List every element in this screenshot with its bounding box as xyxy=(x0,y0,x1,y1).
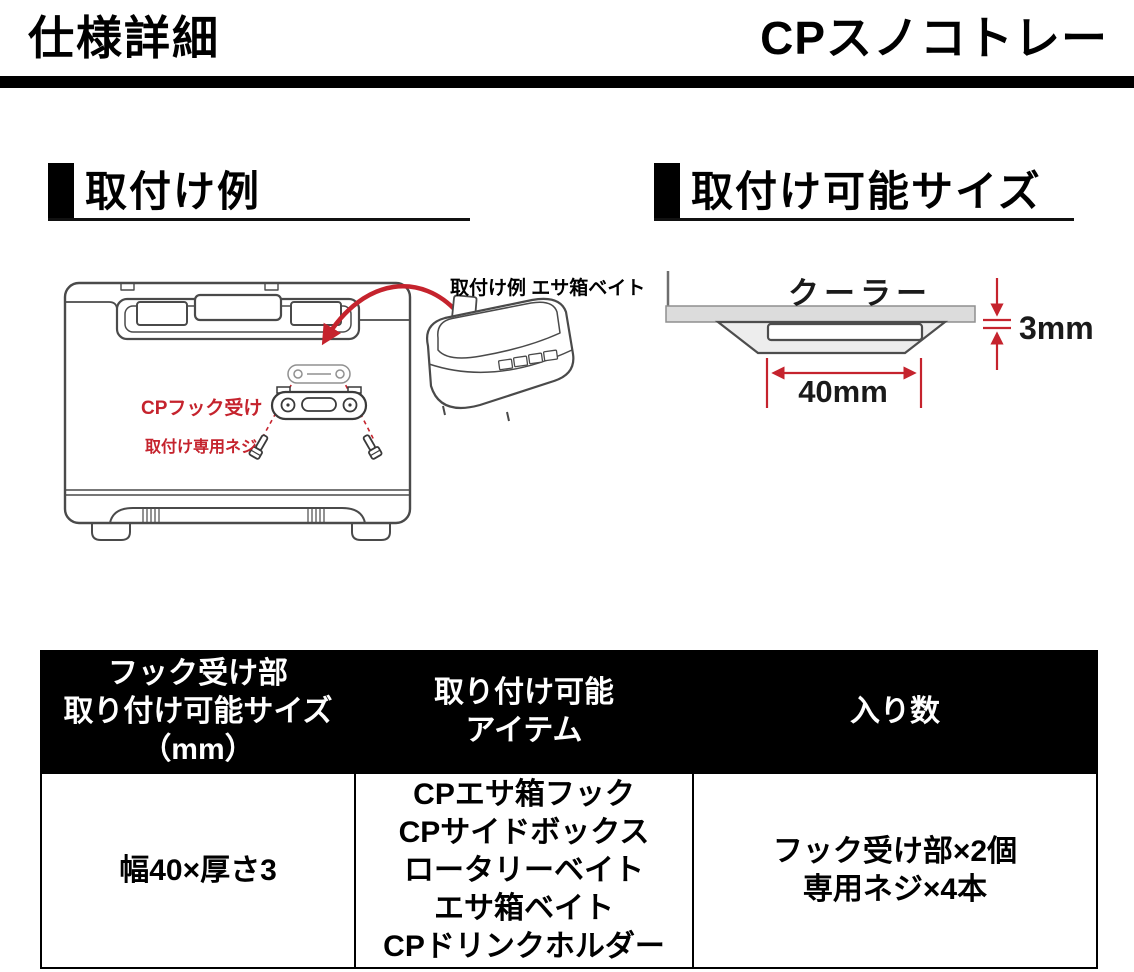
bait-box-caption: 取付け例 エサ箱ベイト xyxy=(450,278,646,299)
section-marker xyxy=(48,163,74,218)
col-header-items: 取り付け可能 アイテム xyxy=(354,650,694,774)
item-line: エサ箱ベイト xyxy=(434,891,614,925)
thickness-value-label: 3mm xyxy=(1019,310,1094,346)
spec-table: フック受け部 取り付け可能サイズ （mm） 取り付け可能 アイテム 入り数 幅4… xyxy=(40,650,1098,969)
thickness-dimension-arrows xyxy=(983,278,1011,370)
mounting-plate-drawing xyxy=(287,364,351,384)
cell-items: CPエサ箱フック CPサイドボックス ロータリーベイト エサ箱ベイト CPドリン… xyxy=(354,772,694,969)
quantity-line: 専用ネジ×4本 xyxy=(802,872,988,906)
bait-box-drawing xyxy=(426,294,575,422)
cell-quantity: フック受け部×2個 専用ネジ×4本 xyxy=(692,772,1098,969)
header-line: （mm） xyxy=(141,733,255,766)
section-marker xyxy=(654,163,680,218)
header-line: 入り数 xyxy=(850,695,940,728)
mount-size-diagram xyxy=(665,271,1011,408)
section-install-example-title: 取付け例 xyxy=(48,160,470,221)
header-line: アイテム xyxy=(465,714,583,747)
product-name: CPスノコトレー xyxy=(760,12,1108,64)
header-line: 取り付け可能 xyxy=(434,676,614,709)
grip-pad-hatching xyxy=(142,508,325,523)
cooler-installation-illustration xyxy=(63,281,575,541)
col-header-quantity: 入り数 xyxy=(692,650,1098,774)
width-value-label: 40mm xyxy=(798,374,888,409)
quantity-line: フック受け部×2個 xyxy=(772,834,1018,868)
hook-receiver-label: CPフック受け xyxy=(141,398,263,419)
mounting-screw-label: 取付け専用ネジ xyxy=(145,439,258,456)
installation-arrow xyxy=(321,284,459,346)
mounting-screws-drawing xyxy=(248,434,383,460)
item-line: CPドリンクホルダー xyxy=(383,929,665,963)
width-dimension-arrows xyxy=(765,358,923,408)
table-header-row: フック受け部 取り付け可能サイズ （mm） 取り付け可能 アイテム 入り数 xyxy=(40,650,1098,774)
hook-receiver-drawing xyxy=(270,386,368,421)
section-install-size-title: 取付け可能サイズ xyxy=(654,160,1074,221)
col-header-mount-size: フック受け部 取り付け可能サイズ （mm） xyxy=(40,650,356,774)
header-line: 取り付け可能サイズ xyxy=(63,695,333,728)
item-line: CPサイドボックス xyxy=(398,815,650,849)
cell-mount-size: 幅40×厚さ3 xyxy=(40,772,356,969)
section-title-text: 取付け例 xyxy=(85,168,262,215)
header-divider-bar xyxy=(0,76,1134,88)
tray-rail-slot xyxy=(766,322,924,342)
page-title: 仕様詳細 xyxy=(28,12,220,64)
table-row: 幅40×厚さ3 CPエサ箱フック CPサイドボックス ロータリーベイト エサ箱ベ… xyxy=(40,772,1098,969)
section-title-text: 取付け可能サイズ xyxy=(691,168,1042,215)
item-line: CPエサ箱フック xyxy=(413,777,635,811)
cooler-label: クーラー xyxy=(788,276,932,311)
item-line: ロータリーベイト xyxy=(404,853,644,887)
header-line: フック受け部 xyxy=(108,657,288,690)
